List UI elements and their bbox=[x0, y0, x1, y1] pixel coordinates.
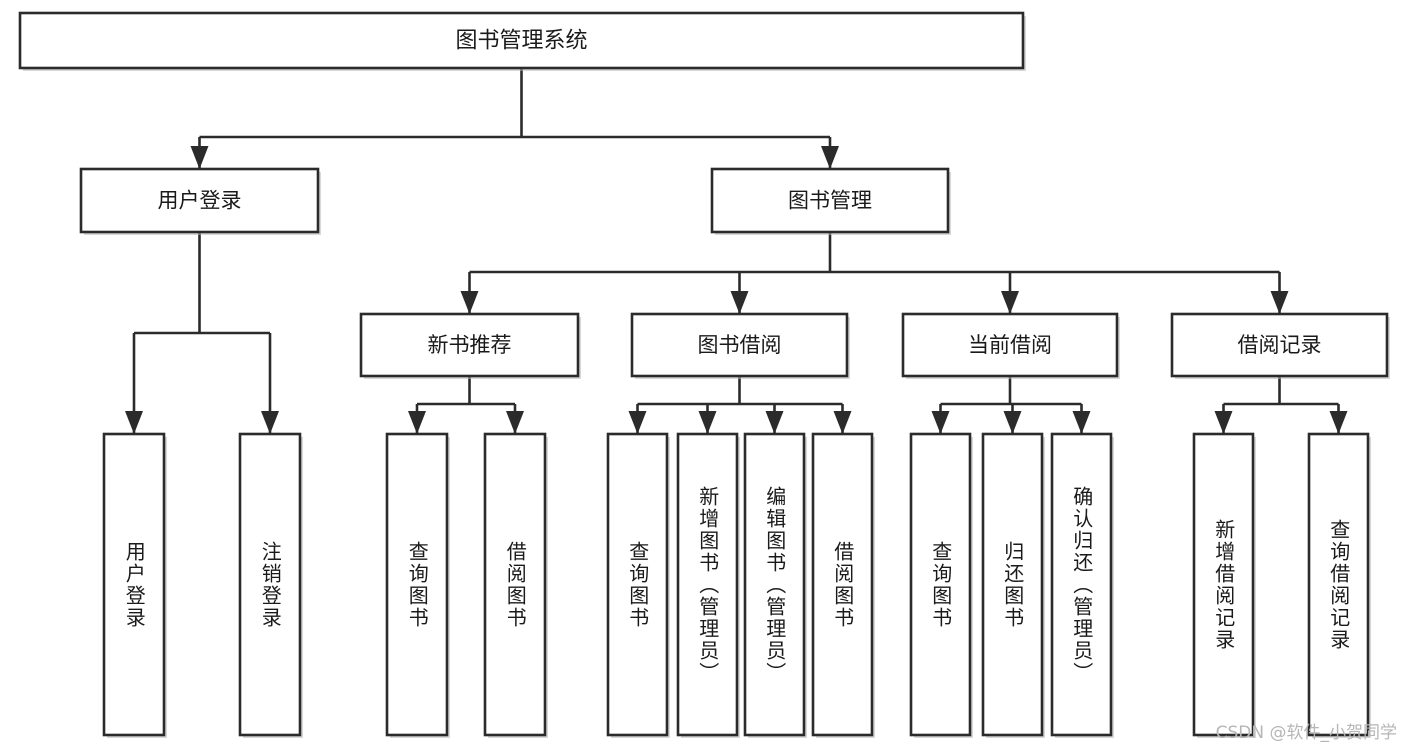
node-label-borrow-record: 借阅记录 bbox=[1238, 333, 1322, 357]
arrow-head-icon bbox=[1214, 411, 1233, 434]
node-current-borrow[interactable]: 当前借阅 bbox=[901, 312, 1120, 379]
arrow-head-icon bbox=[1072, 411, 1091, 434]
node-label-current-borrow: 当前借阅 bbox=[968, 333, 1052, 357]
node-leaf-logout-login[interactable] bbox=[238, 432, 303, 738]
arrow-head-icon bbox=[190, 146, 209, 169]
node-book-management[interactable]: 图书管理 bbox=[710, 167, 951, 235]
node-leaf-query-book-current[interactable] bbox=[909, 432, 973, 738]
arrow-head-icon bbox=[698, 411, 717, 434]
node-leaf-user-login[interactable] bbox=[102, 432, 167, 738]
node-new-book-recommend[interactable]: 新书推荐 bbox=[359, 312, 581, 379]
arrow-head-icon bbox=[1329, 411, 1348, 434]
node-root[interactable]: 图书管理系统 bbox=[18, 11, 1026, 71]
node-borrow-record[interactable]: 借阅记录 bbox=[1170, 312, 1390, 379]
node-leaf-borrow-book-recommend[interactable] bbox=[483, 432, 548, 738]
node-leaf-borrow-book[interactable] bbox=[811, 432, 875, 738]
node-leaf-query-borrow-record[interactable] bbox=[1307, 432, 1371, 738]
arrow-head-icon bbox=[460, 291, 479, 314]
node-book-borrow[interactable]: 图书借阅 bbox=[630, 312, 850, 379]
arrow-head-icon bbox=[506, 411, 524, 434]
arrow-head-icon bbox=[125, 411, 143, 434]
arrow-head-icon bbox=[261, 411, 279, 434]
node-label-user-login: 用户登录 bbox=[158, 189, 242, 213]
node-label-book-borrow: 图书借阅 bbox=[698, 333, 782, 357]
arrow-head-icon bbox=[628, 411, 647, 434]
node-label-new-book-recommend: 新书推荐 bbox=[428, 333, 512, 357]
connector-layer bbox=[125, 68, 1348, 434]
node-leaf-query-book-recommend[interactable] bbox=[385, 432, 450, 738]
arrow-head-icon bbox=[931, 411, 950, 434]
node-leaf-confirm-return-admin[interactable] bbox=[1050, 432, 1114, 738]
watermark-text: CSDN @软件_小贺同学 bbox=[1215, 723, 1397, 743]
arrow-head-icon bbox=[833, 411, 852, 434]
node-leaf-add-borrow-record[interactable] bbox=[1192, 432, 1256, 738]
arrow-head-icon bbox=[1270, 291, 1289, 314]
node-leaf-query-book-borrow[interactable] bbox=[606, 432, 670, 738]
node-user-login[interactable]: 用户登录 bbox=[79, 167, 321, 235]
node-label-root: 图书管理系统 bbox=[455, 29, 587, 54]
node-label-book-management: 图书管理 bbox=[788, 189, 872, 213]
arrow-head-icon bbox=[765, 411, 784, 434]
arrow-head-icon bbox=[821, 146, 839, 169]
node-leaf-edit-book-admin[interactable] bbox=[743, 432, 807, 738]
node-leaf-add-book-admin[interactable] bbox=[676, 432, 740, 738]
arrow-head-icon bbox=[1003, 411, 1022, 434]
node-leaf-return-book[interactable] bbox=[981, 432, 1045, 738]
arrow-head-icon bbox=[408, 411, 426, 434]
arrow-head-icon bbox=[1001, 291, 1019, 314]
arrow-head-icon bbox=[730, 291, 749, 314]
